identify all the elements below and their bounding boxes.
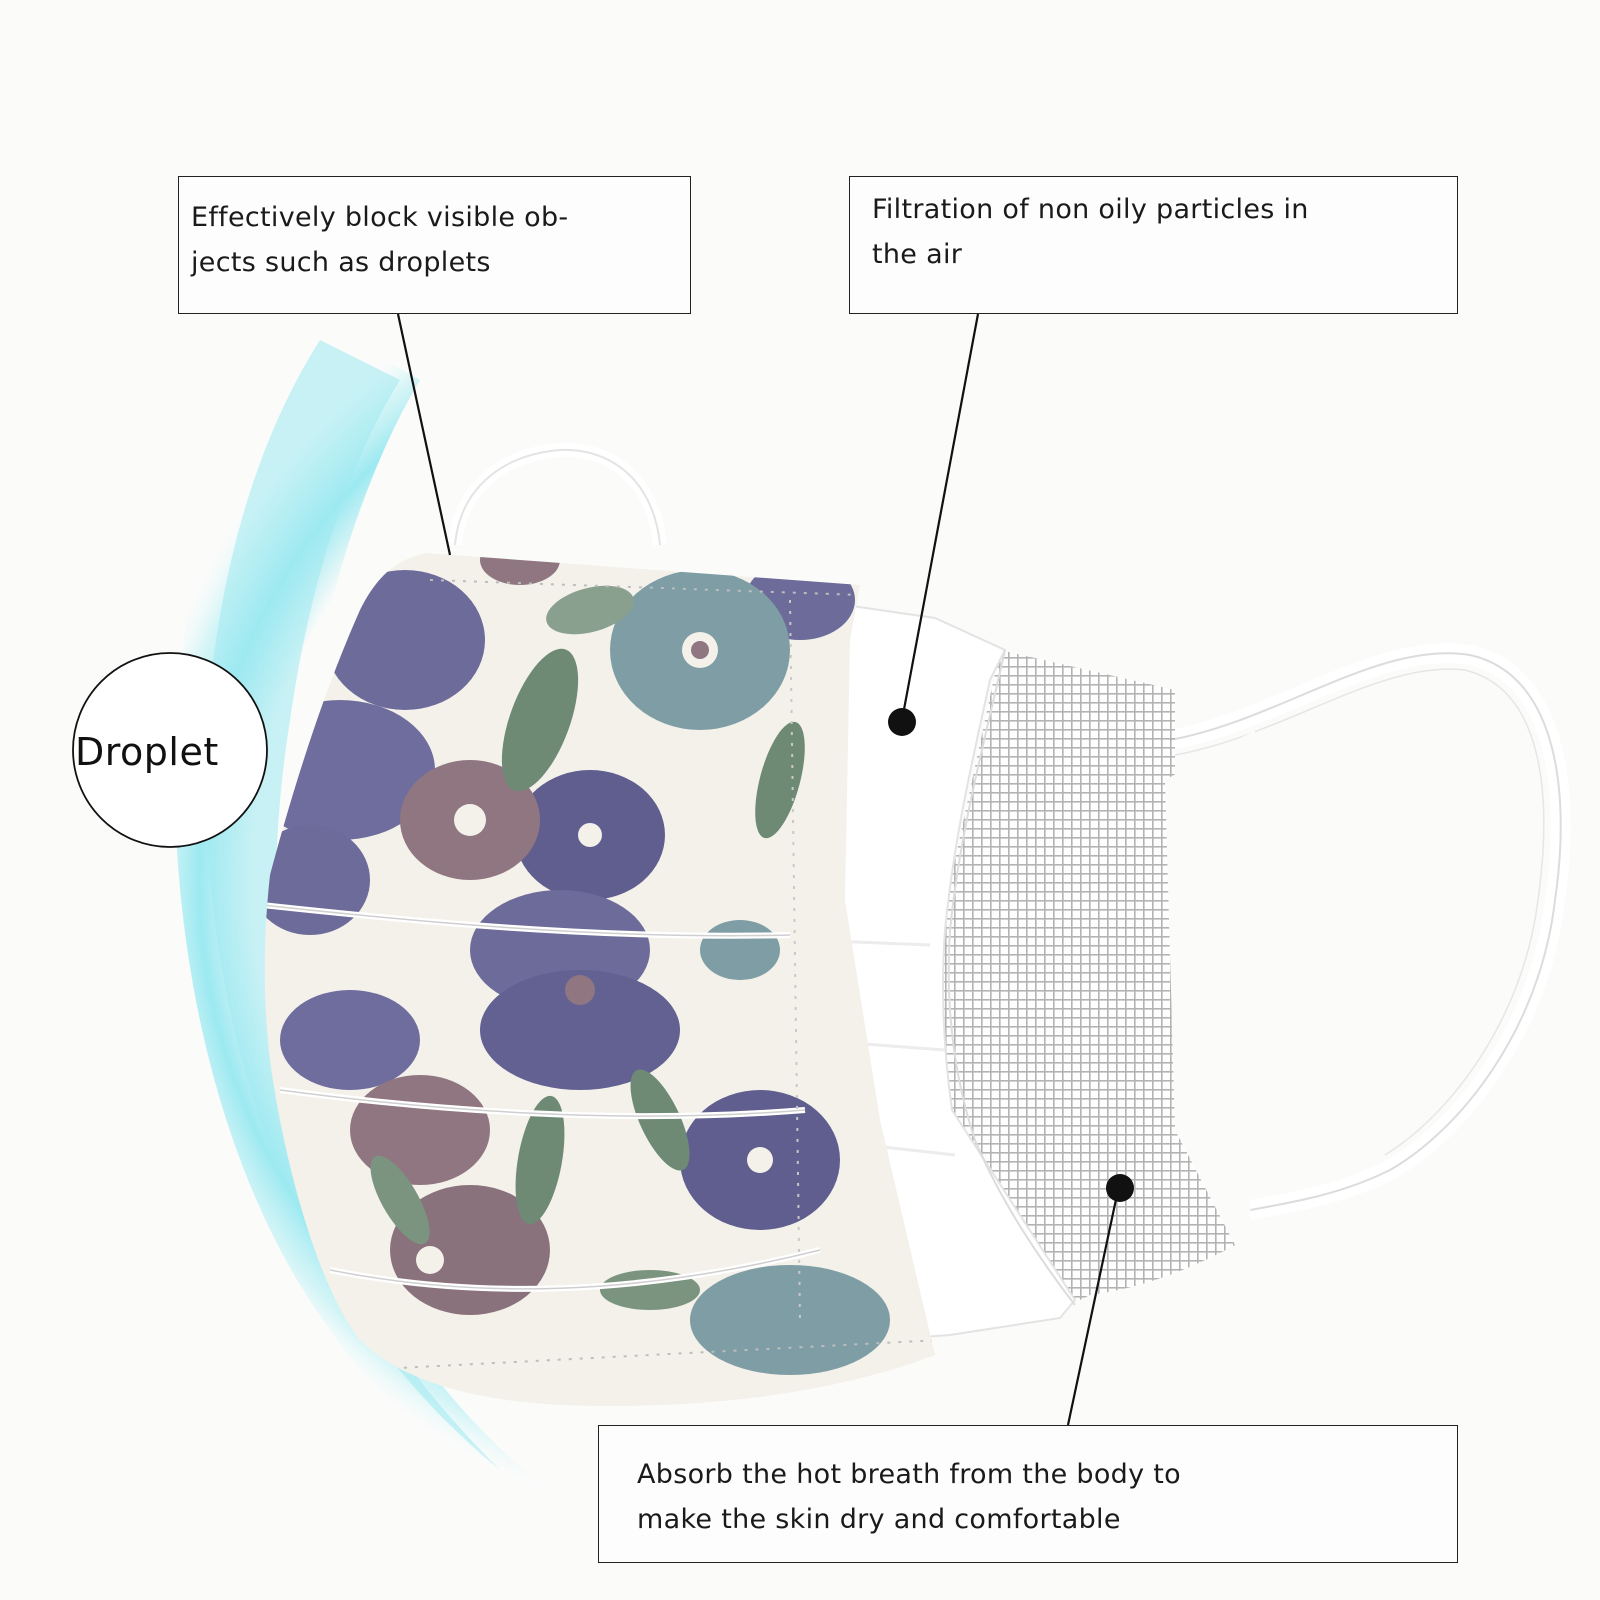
- callout-line: Absorb the hot breath from the body to: [637, 1459, 1181, 1490]
- callout-absorb-breath: Absorb the hot breath from the body to m…: [598, 1425, 1458, 1563]
- callout-filtration: Filtration of non oily particles in the …: [849, 176, 1458, 314]
- callout-line: Filtration of non oily particles in: [872, 194, 1309, 225]
- ear-loop-top: [448, 442, 667, 546]
- droplet-label: Droplet: [75, 730, 219, 774]
- filtration-marker-dot: [888, 708, 916, 736]
- droplet-badge: [72, 652, 268, 848]
- leader-line-absorb: [1066, 1174, 1134, 1426]
- middle-filter-layer: [804, 603, 1077, 1342]
- callout-line: jects such as droplets: [191, 247, 491, 278]
- droplet-halo-core: [205, 340, 500, 1470]
- leader-line-droplets: [396, 313, 452, 556]
- callout-block-droplets: Effectively block visible ob- jects such…: [178, 176, 691, 314]
- absorb-marker-dot: [1106, 1174, 1134, 1202]
- outer-floral-layer: [264, 553, 935, 1406]
- leader-line-filtration: [888, 313, 980, 736]
- inner-mesh-layer: [940, 650, 1255, 1310]
- callout-line: make the skin dry and comfortable: [637, 1504, 1121, 1535]
- callout-line: the air: [872, 239, 963, 270]
- callout-line: Effectively block visible ob-: [191, 202, 569, 233]
